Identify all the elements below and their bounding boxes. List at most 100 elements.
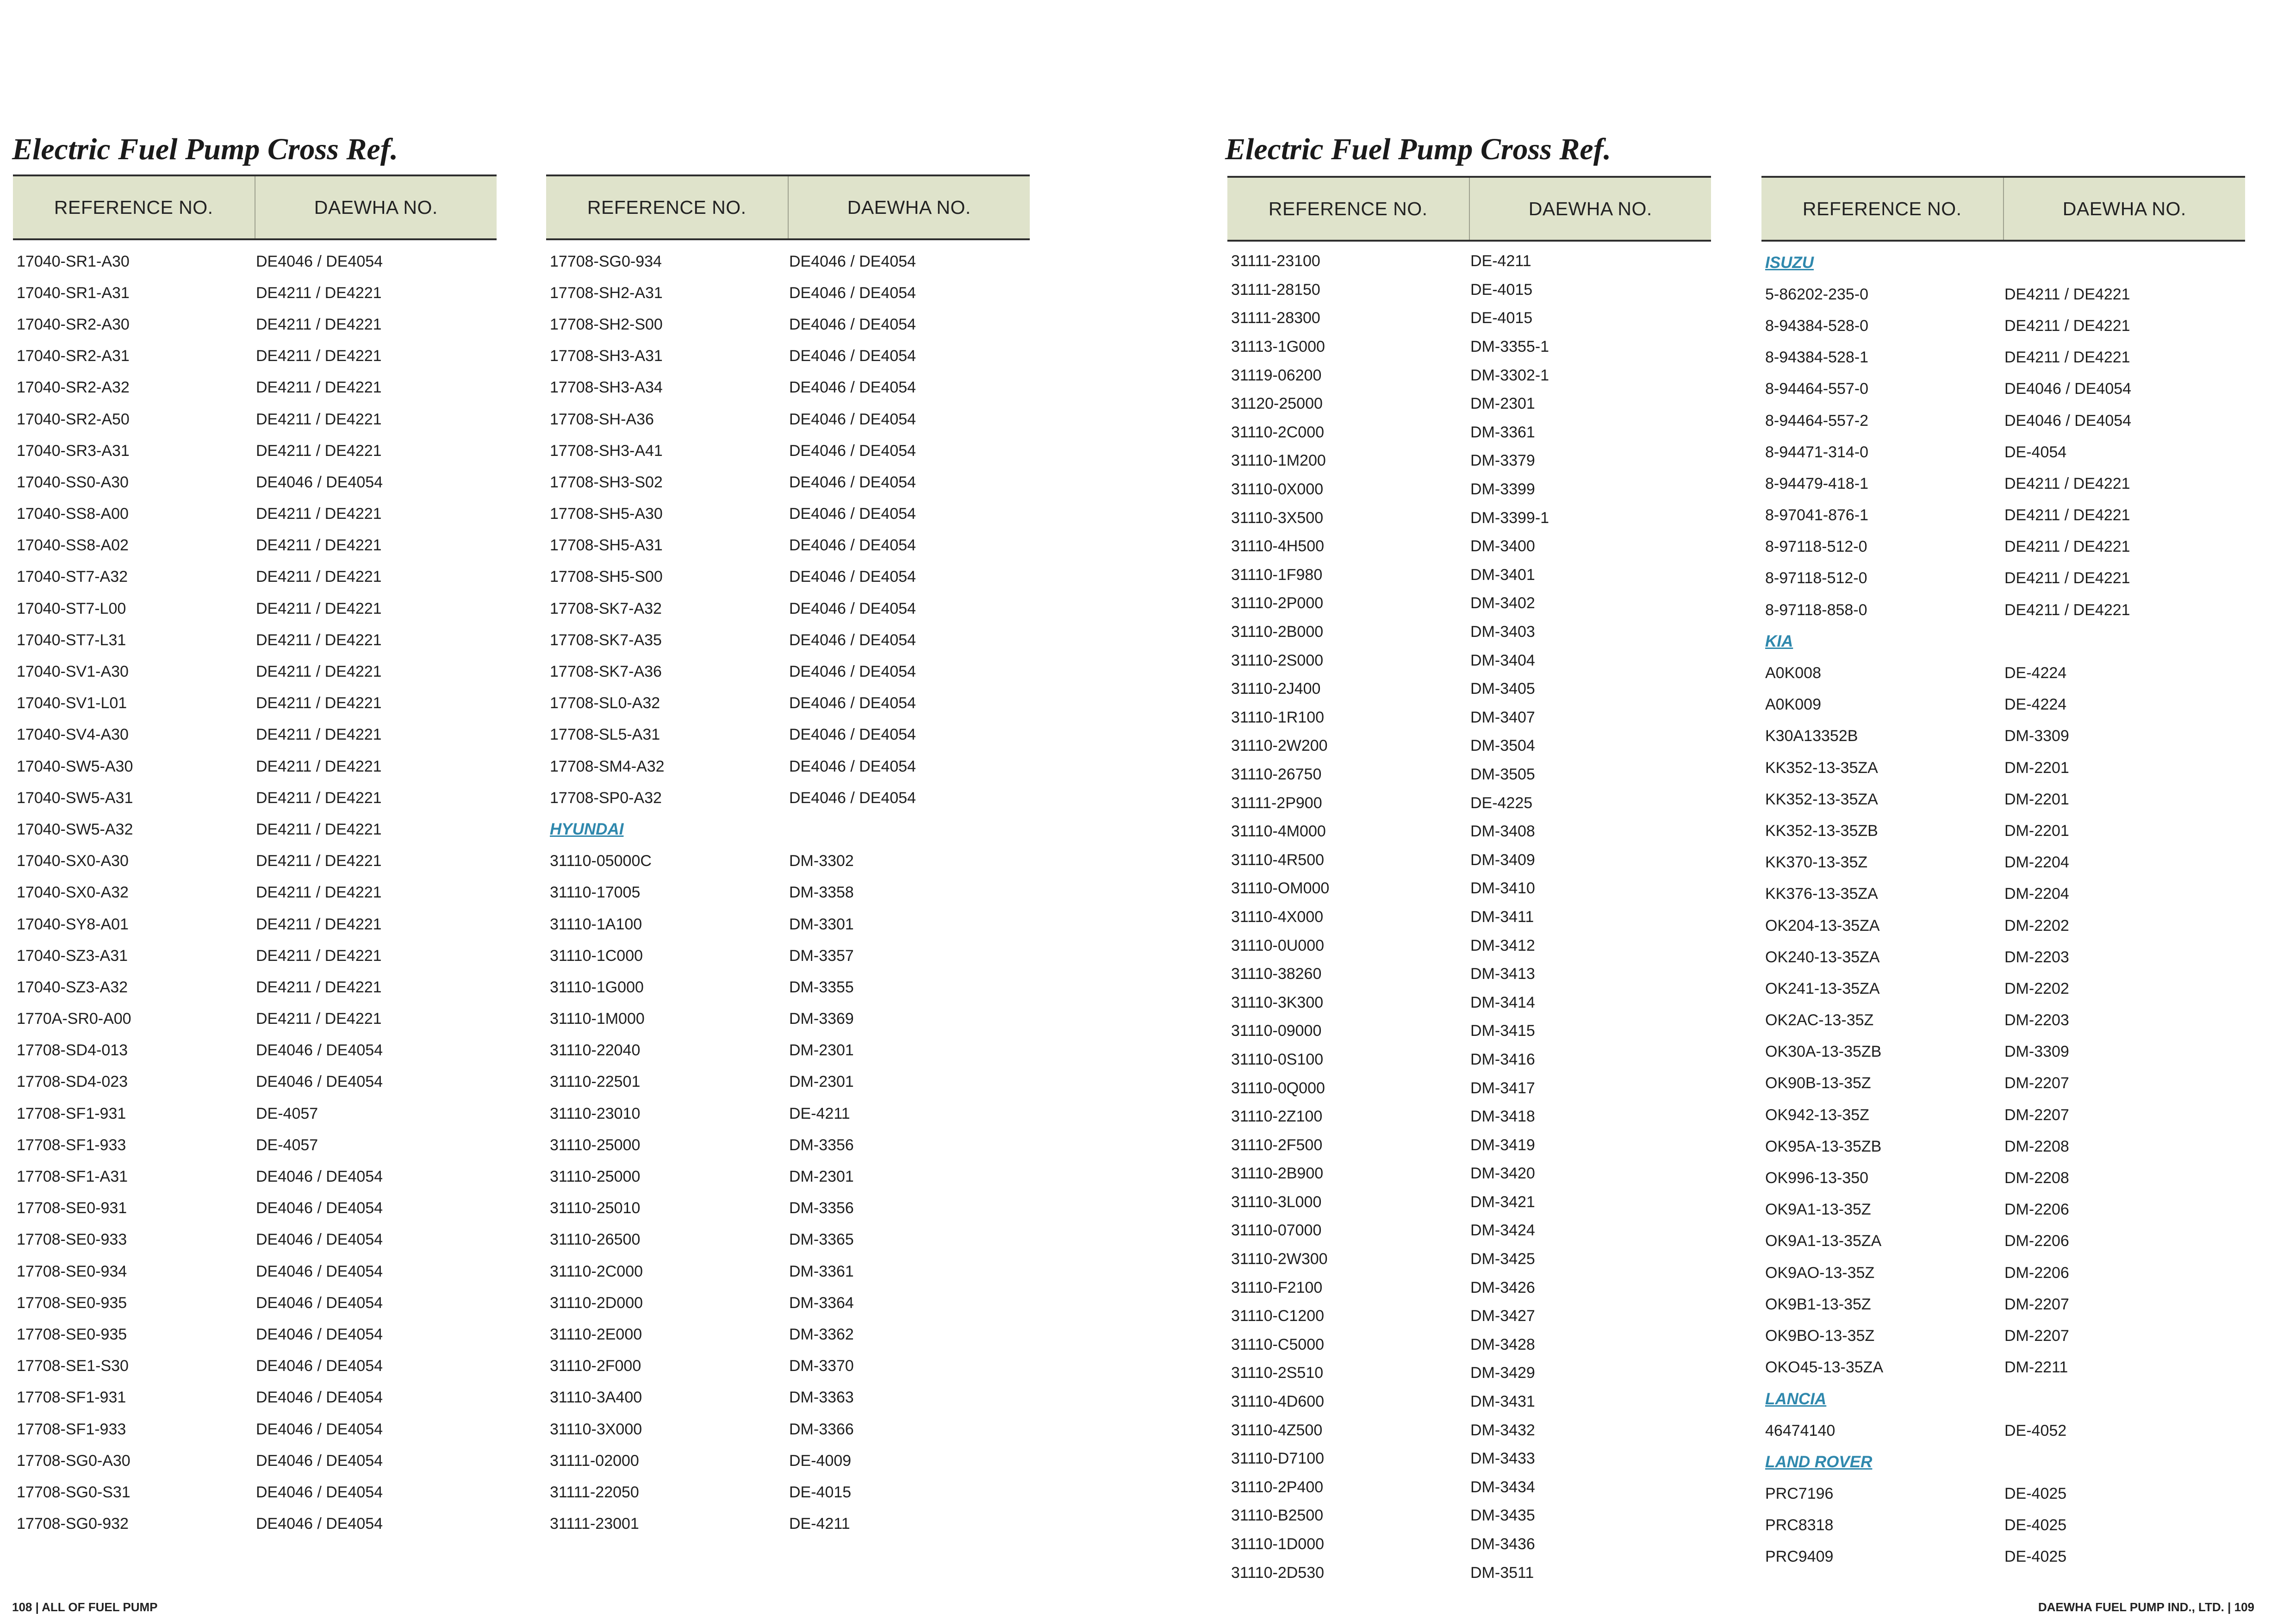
daewha-no-cell: DE4211 / DE4221 <box>256 284 382 302</box>
reference-no-cell: 5-86202-235-0 <box>1765 285 1869 303</box>
daewha-no-cell: DE4211 / DE4221 <box>256 852 382 870</box>
daewha-no-cell: DE-4057 <box>256 1104 318 1122</box>
daewha-no-cell: DE4046 / DE4054 <box>789 410 916 428</box>
reference-no-cell: 31110-D7100 <box>1231 1450 1325 1468</box>
reference-no-cell: 17040-SR1-A31 <box>17 284 130 302</box>
reference-no-cell: OK9BO-13-35Z <box>1765 1327 1875 1345</box>
reference-no-cell: 31110-2P000 <box>1231 594 1324 612</box>
reference-no-cell: 31110-2S000 <box>1231 651 1324 669</box>
daewha-no-cell: DM-3370 <box>789 1357 854 1375</box>
reference-no-cell: 8-94471-314-0 <box>1765 443 1869 461</box>
reference-no-cell: 31110-3L000 <box>1231 1193 1322 1211</box>
daewha-no-cell: DE4046 / DE4054 <box>789 505 916 523</box>
daewha-no-cell: DE-4224 <box>2004 664 2067 682</box>
daewha-no-cell: DE4211 / DE4221 <box>256 536 382 555</box>
reference-no-cell: 31110-25000 <box>550 1136 641 1154</box>
reference-no-cell: 31110-2B900 <box>1231 1165 1324 1183</box>
reference-no-cell: KK352-13-35ZA <box>1765 759 1878 777</box>
reference-no-cell: KK352-13-35ZB <box>1765 822 1878 840</box>
reference-no-cell: 17040-SR3-A31 <box>17 442 130 460</box>
daewha-no-cell: DE-4224 <box>2004 696 2067 714</box>
reference-no-cell: OK204-13-35ZA <box>1765 916 1880 935</box>
daewha-no-cell: DE4046 / DE4054 <box>256 1483 383 1501</box>
daewha-no-cell: DE4211 / DE4221 <box>2004 317 2130 335</box>
reference-no-cell: 31110-2J400 <box>1231 680 1321 698</box>
daewha-no-cell: DE4211 / DE4221 <box>256 726 382 744</box>
daewha-no-cell: DE4046 / DE4054 <box>789 599 916 617</box>
category-heading: KIA <box>1761 626 2245 657</box>
reference-no-cell: OK996-13-350 <box>1765 1169 1869 1187</box>
reference-no-cell: 17708-SL5-A31 <box>550 726 660 744</box>
daewha-no-cell: DE4211 / DE4221 <box>256 915 382 933</box>
daewha-no-cell: DE-4211 <box>789 1104 850 1122</box>
daewha-no-cell: DM-3431 <box>1470 1393 1535 1411</box>
reference-no-cell: 31110-2W200 <box>1231 737 1328 755</box>
daewha-no-cell: DE4046 / DE4054 <box>256 1168 383 1186</box>
daewha-no-cell: DM-3355-1 <box>1470 338 1549 356</box>
daewha-no-cell: DM-3417 <box>1470 1079 1535 1097</box>
daewha-no-cell: DE4046 / DE4054 <box>256 1199 383 1217</box>
daewha-no-cell: DM-3361 <box>1470 423 1535 441</box>
reference-no-cell: 17708-SD4-013 <box>17 1041 128 1059</box>
daewha-no-cell: DM-3419 <box>1470 1136 1535 1154</box>
reference-no-cell: 31110-4X000 <box>1231 908 1324 926</box>
daewha-no-cell: DE4046 / DE4054 <box>789 442 916 460</box>
daewha-no-cell: DE4046 / DE4054 <box>789 663 916 681</box>
daewha-no-cell: DM-3362 <box>789 1325 854 1343</box>
daewha-no-cell: DE4211 / DE4221 <box>2004 601 2130 619</box>
reference-no-cell: 31110-1F980 <box>1231 566 1323 584</box>
reference-no-cell: 17708-SF1-931 <box>17 1389 126 1407</box>
category-label: ISUZU <box>1765 254 1814 272</box>
reference-no-cell: 31110-3X000 <box>550 1420 642 1438</box>
daewha-no-cell: DM-2201 <box>2004 759 2069 777</box>
daewha-no-cell: DE4046 / DE4054 <box>2004 411 2132 430</box>
table-header: REFERENCE NO. DAEWHA NO. <box>13 174 497 240</box>
reference-no-cell: 17040-SS8-A02 <box>17 536 129 555</box>
table-header: REFERENCE NO. DAEWHA NO. <box>1761 176 2245 242</box>
daewha-no-cell: DM-3414 <box>1470 993 1535 1011</box>
daewha-no-cell: DM-2208 <box>2004 1137 2069 1155</box>
reference-no-cell: 31110-C1200 <box>1231 1307 1325 1325</box>
reference-no-cell: 31110-26500 <box>550 1231 641 1249</box>
daewha-no-cell: DE4046 / DE4054 <box>256 1357 383 1375</box>
daewha-no-cell: DE4211 / DE4221 <box>256 694 382 712</box>
reference-no-cell: 17040-SR2-A30 <box>17 315 130 333</box>
daewha-no-cell: DM-3361 <box>789 1262 854 1280</box>
reference-no-cell: 31113-1G000 <box>1231 338 1325 356</box>
daewha-no-cell: DM-3399 <box>1470 480 1535 499</box>
reference-no-cell: OK9AO-13-35Z <box>1765 1264 1875 1282</box>
reference-no-cell: 31110-07000 <box>1231 1221 1322 1240</box>
